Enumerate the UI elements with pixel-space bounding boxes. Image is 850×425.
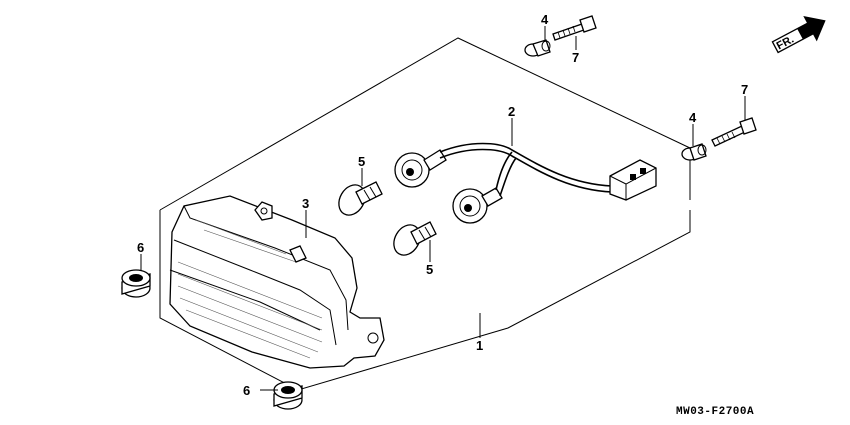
- callout-6-left: 6: [137, 240, 144, 255]
- grommet-left: [121, 269, 151, 298]
- callout-2: 2: [508, 104, 515, 119]
- callout-4-right: 4: [689, 110, 697, 125]
- callout-7-top: 7: [572, 50, 579, 65]
- front-direction-arrow: FR.: [771, 15, 826, 54]
- callout-3: 3: [302, 196, 309, 211]
- screw-right: [711, 117, 757, 147]
- callout-1: 1: [476, 338, 483, 353]
- assembly-outline: [159, 37, 691, 391]
- bulb-lower: [393, 221, 437, 256]
- tail-light-lens: [169, 195, 385, 369]
- diagram-code: MW03-F2700A: [676, 406, 754, 418]
- callout-7-right: 7: [741, 82, 748, 97]
- callout-5-lower: 5: [426, 262, 433, 277]
- collar-right: [681, 143, 707, 161]
- callout-5-upper: 5: [358, 154, 365, 169]
- grommet-bottom: [273, 381, 303, 410]
- collar-top: [524, 39, 551, 57]
- screw-top: [552, 15, 597, 41]
- callout-6-bottom: 6: [243, 383, 250, 398]
- callout-4-top: 4: [541, 12, 549, 27]
- socket-harness: [394, 142, 657, 224]
- leader-lines: [140, 26, 746, 391]
- bulb-upper: [338, 181, 383, 216]
